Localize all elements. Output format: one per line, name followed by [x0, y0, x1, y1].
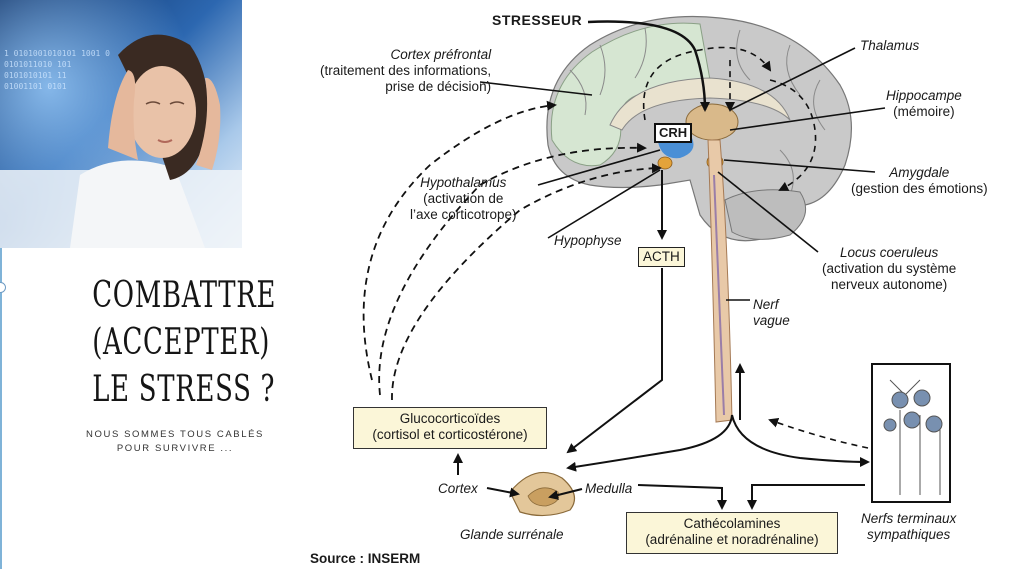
- slide-resize-handle[interactable]: [0, 282, 6, 293]
- hippocampe-name: Hippocampe: [886, 88, 962, 103]
- cortex-prefrontal-desc: (traitement des informations,: [320, 63, 492, 78]
- neurons-illustration: [883, 379, 943, 495]
- thalamus-name: Thalamus: [860, 38, 920, 53]
- hypophyse-label: Hypophyse: [554, 233, 622, 249]
- acth-to-adrenal-arrow: [566, 268, 663, 454]
- photo-illustration: [0, 0, 242, 248]
- glucocorticoides-title: Glucocorticoïdes: [399, 411, 501, 426]
- binary-row: 0101011010 101: [4, 60, 72, 69]
- hypothalamus-desc: l’axe corticotrope): [410, 207, 517, 222]
- binary-row: 0101010101 11: [4, 71, 67, 80]
- nerfs-terminaux-line: sympathiques: [866, 527, 951, 542]
- acth-box: ACTH: [638, 247, 685, 267]
- cord-to-nerves-arrow: [731, 414, 870, 467]
- nerf-vague-line: vague: [753, 313, 790, 328]
- title-line-2: (ACCEPTER): [92, 322, 271, 363]
- nerf-vague-line: Nerf: [753, 297, 779, 312]
- hippocampe-desc: (mémoire): [893, 104, 955, 119]
- nerves-feedback-arrow: [768, 418, 869, 449]
- hypothalamus-desc: (activation de: [423, 191, 504, 206]
- title-line-3: LE STRESS ?: [92, 369, 276, 410]
- amygdale-name: Amygdale: [889, 165, 950, 180]
- amygdale-label: Amygdale (gestion des émotions): [851, 165, 988, 197]
- feedback-prefrontal-arrow: [362, 100, 557, 381]
- slide-title: COMBATTRE (ACCEPTER) LE STRESS ?: [92, 272, 277, 413]
- vagus-nerve: [713, 174, 725, 416]
- cortex-prefrontal-name: Cortex préfrontal: [390, 47, 492, 62]
- title-line-1: COMBATTRE: [92, 275, 277, 316]
- locus-coeruleus-desc: nerveux autonome): [830, 277, 948, 292]
- label-leader-lines: [479, 47, 886, 301]
- nerfs-terminaux-line: Nerfs terminaux: [861, 511, 957, 526]
- nerve-terminals-panel: [871, 363, 951, 503]
- catecholamines-box: Cathécolamines (adrénaline et noradrénal…: [626, 512, 838, 554]
- binary-row: 1 0101001010101 1001 0: [4, 49, 110, 58]
- nerf-vague-label: Nerf vague: [753, 297, 790, 329]
- thalamus-label: Thalamus: [860, 38, 919, 54]
- stress-response-diagram: STRESSEUR Cortex préfrontal (traitement …: [300, 0, 1024, 569]
- locus-coeruleus-desc: (activation du système: [822, 261, 957, 276]
- hypophyse-name: Hypophyse: [554, 233, 622, 248]
- source-credit: Source : INSERM: [310, 551, 421, 566]
- medulla-pointer: [548, 488, 583, 500]
- binary-row: 01001101 0101: [4, 82, 67, 91]
- stressor-label: STRESSEUR: [492, 12, 583, 28]
- catecholamines-desc: (adrénaline et noradrénaline): [645, 532, 819, 547]
- medulla-name: Medulla: [585, 481, 633, 496]
- limbic-loop-arrow: [769, 79, 817, 191]
- diagram-graphics: [362, 15, 951, 517]
- hippocampe-label: Hippocampe (mémoire): [886, 88, 962, 120]
- cortex-prefrontal-label: Cortex préfrontal (traitement des inform…: [320, 47, 491, 95]
- crh-box: CRH: [654, 123, 693, 143]
- glucocorticoides-box: Glucocorticoïdes (cortisol et corticosté…: [353, 407, 547, 449]
- glucocorticoides-desc: (cortisol et corticostérone): [372, 427, 528, 442]
- nerves-to-catecholamines-arrow: [747, 484, 865, 510]
- cortex-name: Cortex: [438, 481, 478, 496]
- cortical-loop-arrow: [643, 46, 772, 121]
- feedback-hypophysis-arrow: [391, 163, 662, 401]
- subtitle-line-1: NOUS SOMMES TOUS CABLÉS: [86, 429, 264, 440]
- glande-surrenale-label: Glande surrénale: [460, 527, 564, 543]
- locus-coeruleus-label: Locus coeruleus (activation du système n…: [822, 245, 956, 293]
- cortex-pointer: [486, 487, 520, 498]
- medulla-to-catecholamines-arrow: [637, 484, 727, 510]
- slide-subtitle: NOUS SOMMES TOUS CABLÉS POUR SURVIVRE ..…: [60, 428, 290, 456]
- cortex-label: Cortex: [438, 481, 478, 497]
- cortex-prefrontal-desc: prise de décision): [385, 79, 492, 94]
- nerfs-terminaux-label: Nerfs terminaux sympathiques: [861, 511, 956, 543]
- subtitle-line-2: POUR SURVIVRE ...: [116, 443, 234, 454]
- medulla-label: Medulla: [585, 481, 632, 497]
- hypothalamus-name: Hypothalamus: [420, 175, 507, 190]
- binary-overlay: 1 0101001010101 1001 0 0101011010 101 01…: [4, 48, 110, 92]
- locus-coeruleus-name: Locus coeruleus: [840, 245, 939, 260]
- feedback-hypothalamus-arrow: [378, 142, 647, 396]
- amygdale-desc: (gestion des émotions): [851, 181, 988, 196]
- cord-to-medulla-arrow: [566, 414, 733, 472]
- stressed-woman-photo: 1 0101001010101 1001 0 0101011010 101 01…: [0, 0, 242, 248]
- catecholamines-title: Cathécolamines: [683, 516, 781, 531]
- hypothalamus-label: Hypothalamus (activation de l’axe cortic…: [410, 175, 517, 223]
- stressor-arrow: [587, 20, 710, 112]
- glande-surrenale-name: Glande surrénale: [460, 527, 564, 542]
